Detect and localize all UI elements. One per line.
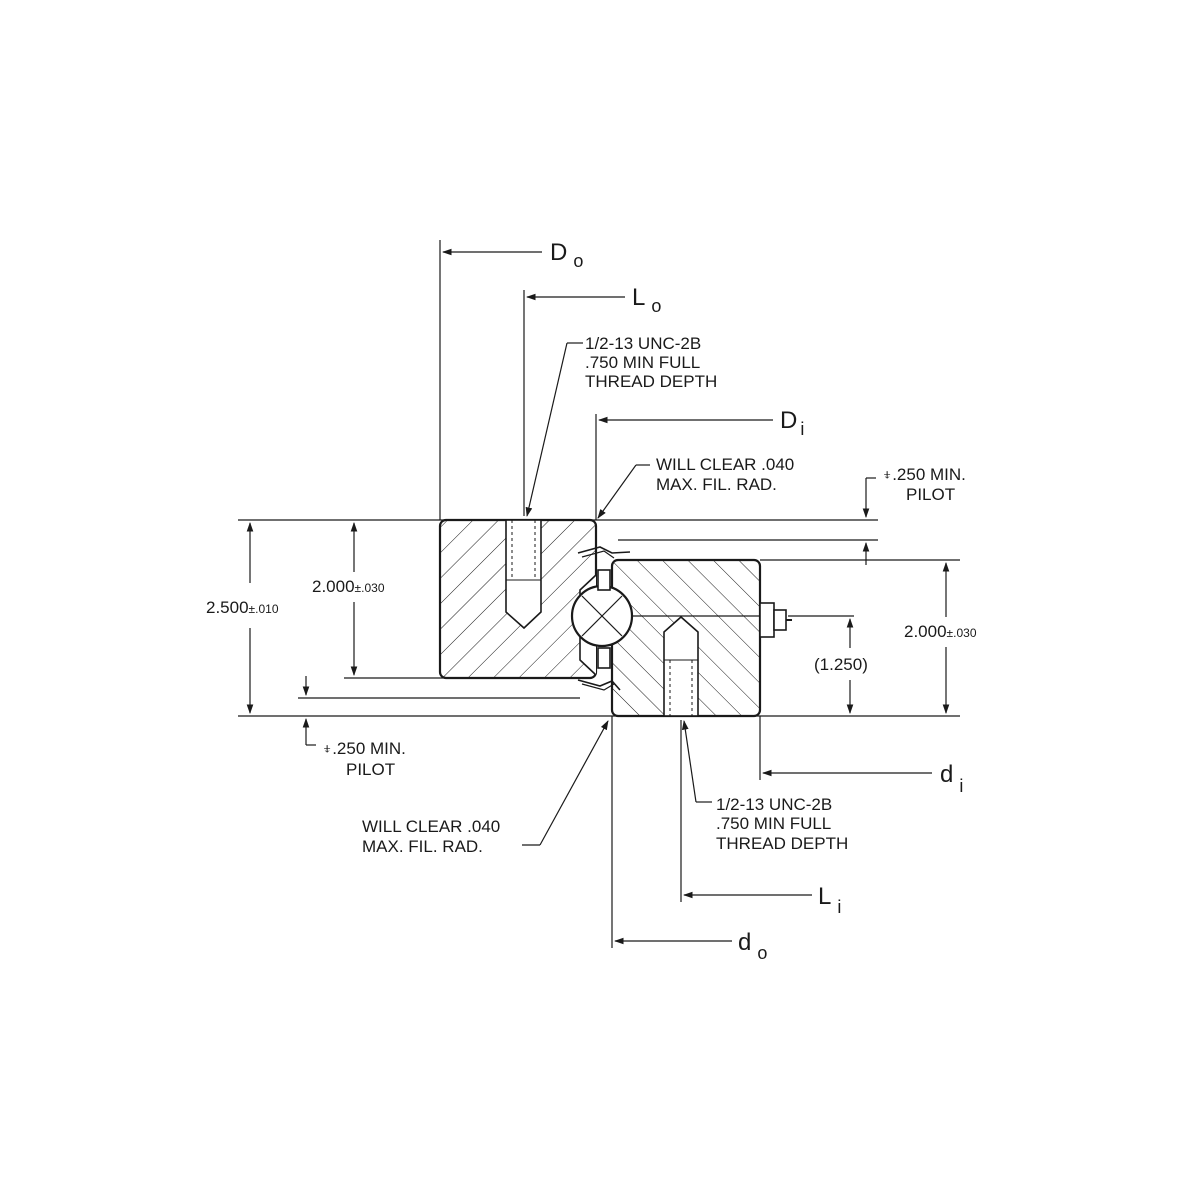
- outer-ring-height-dimension: 2.000±.030: [312, 577, 385, 596]
- thread-note-top: 1/2-13 UNC-2B .750 MIN FULL THREAD DEPTH: [585, 334, 717, 391]
- reference-height-dimension: (1.250): [814, 655, 868, 674]
- inner-ring: [610, 558, 792, 718]
- outer-ring-tapped-hole: [505, 519, 542, 630]
- clear-note-bottom: WILL CLEAR .040 MAX. FIL. RAD.: [362, 817, 505, 856]
- inner-ring-tapped-hole: [663, 615, 699, 717]
- pilot-note-left: ⍖.250 MIN. PILOT: [322, 739, 411, 779]
- inner-ring-height-dimension: 2.000±.030: [904, 622, 977, 641]
- thread-note-bottom: 1/2-13 UNC-2B .750 MIN FULL THREAD DEPTH: [716, 795, 848, 853]
- seal-top-icon: [577, 546, 631, 559]
- seal-bottom-icon: [577, 679, 621, 691]
- clear-note-top: WILL CLEAR .040 MAX. FIL. RAD.: [656, 455, 799, 494]
- outer-ring: [438, 518, 598, 680]
- overall-height-dimension: 2.500±.010: [206, 598, 279, 617]
- pilot-note-right: ⍖.250 MIN. PILOT: [882, 465, 971, 504]
- dimension-lines: [238, 240, 960, 948]
- grease-fitting-icon: [759, 602, 792, 638]
- ball-element: [570, 569, 634, 669]
